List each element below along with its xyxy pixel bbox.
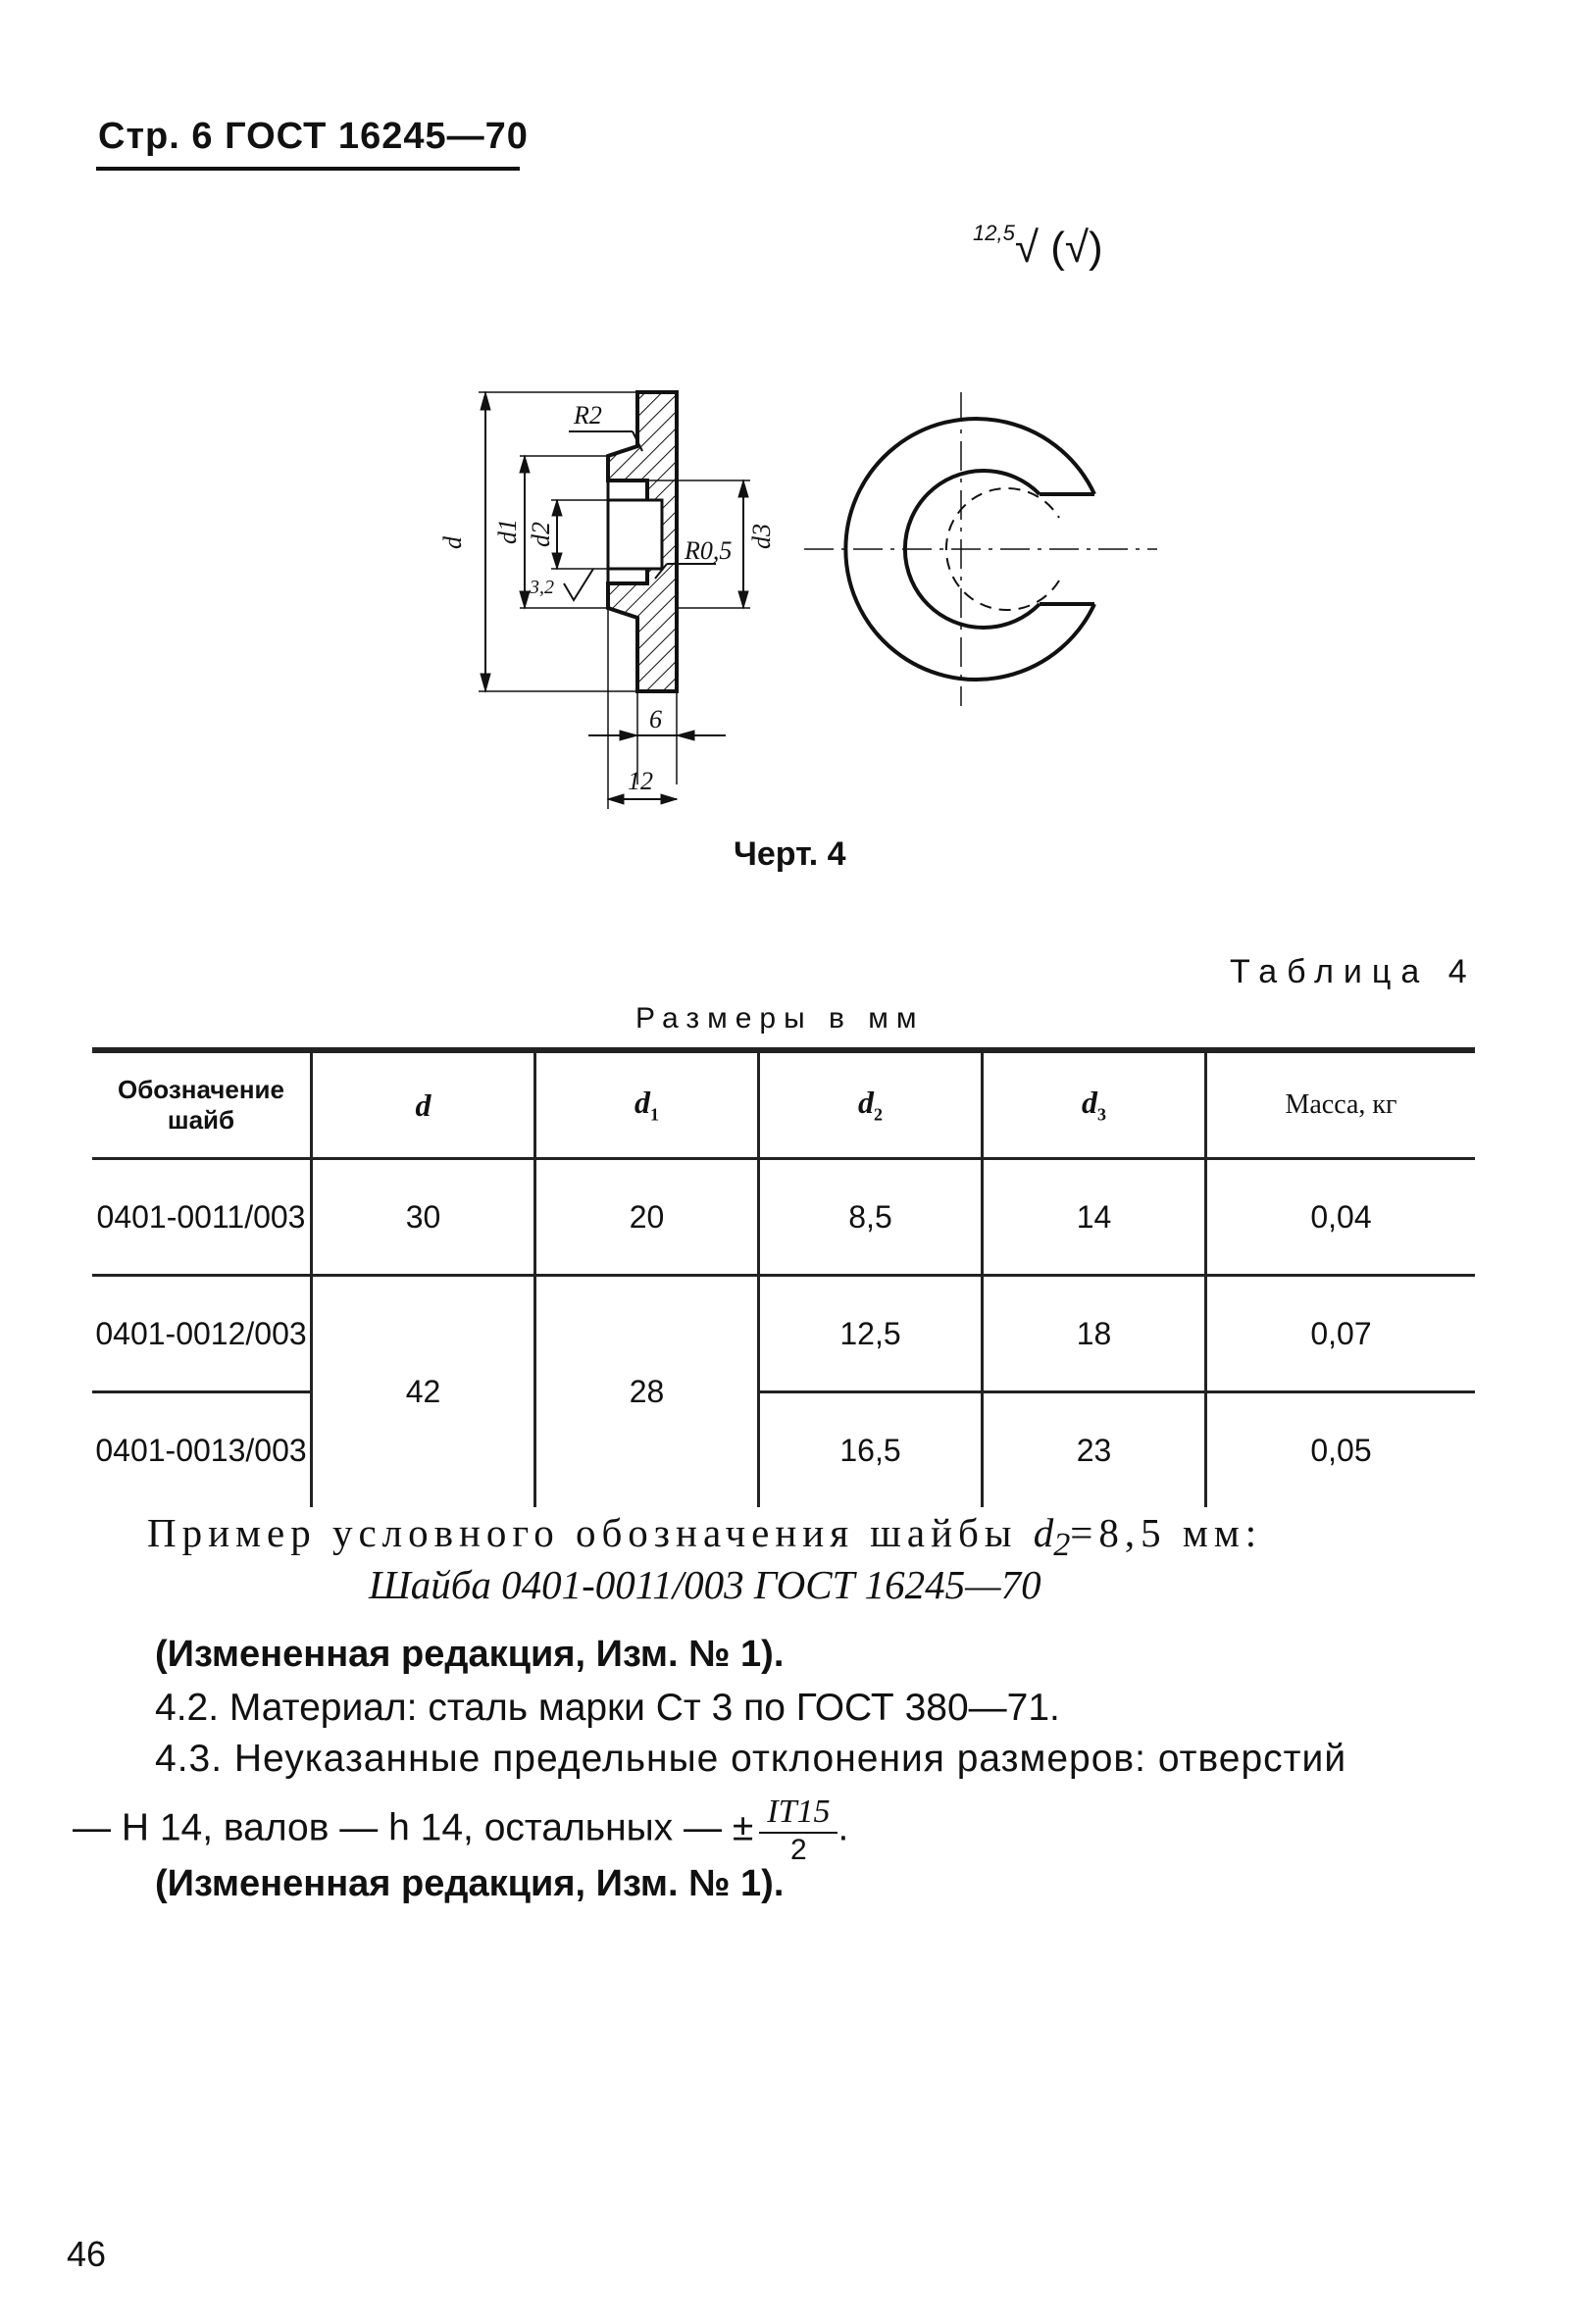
example-designation: Шайба 0401-0011/003 ГОСТ 16245—70	[369, 1562, 1041, 1607]
header-designation: Обозначение шайб	[118, 1075, 284, 1135]
header-d1: d1	[533, 1050, 759, 1159]
clause-4-2: 4.2. Материал: сталь марки Ст 3 по ГОСТ …	[155, 1687, 1060, 1729]
cell-designation: 0401-0011/003	[96, 1198, 306, 1235]
roughness-paren: (√)	[1050, 224, 1103, 272]
front-view	[804, 392, 1157, 706]
roughness-mark: 12,5√ (√)	[973, 221, 1103, 273]
table-row: 0401-0012/003 42 28 12,5 18 0,07	[92, 1274, 1475, 1507]
header-d3: d3	[981, 1050, 1206, 1159]
cell-d3: 23	[981, 1390, 1206, 1507]
header-rule	[96, 167, 520, 171]
cell-d1: 20	[533, 1158, 759, 1276]
table-title: Таблица 4	[1230, 953, 1477, 990]
fraction-numerator: IT15	[759, 1793, 838, 1834]
label-dim6: 6	[649, 705, 662, 733]
dimensions-table: Обозначение шайб d d1 d2 d3 Масса, кг 04…	[92, 1047, 1475, 1507]
label-rough: 3,2	[529, 577, 554, 598]
clause-4-3-line1: 4.3. Неуказанные предельные отклонения р…	[155, 1738, 1347, 1780]
plus-minus: ±	[732, 1806, 754, 1849]
cell-d2: 12,5	[757, 1274, 983, 1392]
cell-mass: 0,07	[1204, 1274, 1475, 1392]
fraction-denominator: 2	[790, 1834, 807, 1866]
table-units: Размеры в мм	[635, 1002, 925, 1035]
cell-d3: 14	[981, 1158, 1206, 1276]
header-d2: d2	[757, 1050, 983, 1159]
label-dim12: 12	[628, 767, 653, 795]
cell-mass: 0,04	[1204, 1158, 1475, 1276]
cell-designation: 0401-0012/003	[92, 1274, 312, 1392]
header-d: d	[310, 1050, 535, 1159]
roughness-symbol: √	[1014, 224, 1039, 272]
section-view	[479, 390, 750, 809]
cell-d: 30	[310, 1158, 535, 1276]
washer-drawing: R2 R0,5 d d1 d2 d3 3,2 6 12	[438, 390, 1157, 809]
page-header: Стр. 6 ГОСТ 16245—70	[98, 116, 529, 157]
example-value: =8,5 мм:	[1070, 1510, 1263, 1555]
cell-d3: 18	[981, 1274, 1206, 1392]
table-row: 0401-0011/003 30 20 8,5 14 0,04	[92, 1158, 1475, 1276]
edit-note-1: (Измененная редакция, Изм. № 1).	[155, 1634, 785, 1675]
page-number: 46	[67, 2234, 107, 2274]
cell-d1: 28	[533, 1274, 759, 1507]
table-header-row: Обозначение шайб d d1 d2 d3 Масса, кг	[92, 1050, 1475, 1159]
label-r05: R0,5	[684, 536, 732, 565]
example-var: d2	[1033, 1510, 1071, 1564]
clause-4-3-tolerances: — H 14, валов — h 14, остальных —	[73, 1806, 722, 1849]
header-mass: Масса, кг	[1204, 1050, 1475, 1159]
label-d1: d1	[493, 519, 522, 544]
label-d2: d2	[527, 522, 555, 547]
cell-designation: 0401-0013/003	[92, 1390, 312, 1507]
label-d3: d3	[747, 524, 776, 549]
example-line: Пример условного обозначения шайбы d2=8,…	[147, 1506, 1481, 1572]
roughness-value: 12,5	[973, 221, 1015, 246]
label-r2: R2	[573, 401, 602, 429]
table-row: 0401-0013/003 16,5 23 0,05	[92, 1390, 1475, 1507]
figure-caption: Черт. 4	[734, 835, 846, 873]
cell-d: 42	[310, 1274, 535, 1507]
clause-4-3-end: .	[837, 1806, 849, 1849]
example-lead: Пример условного обозначения шайбы	[147, 1510, 1018, 1555]
label-d: d	[438, 535, 467, 549]
edit-note-2: (Измененная редакция, Изм. № 1).	[155, 1863, 785, 1904]
cell-mass: 0,05	[1204, 1390, 1475, 1507]
cell-d2: 16,5	[757, 1390, 983, 1507]
cell-d2: 8,5	[757, 1158, 983, 1276]
